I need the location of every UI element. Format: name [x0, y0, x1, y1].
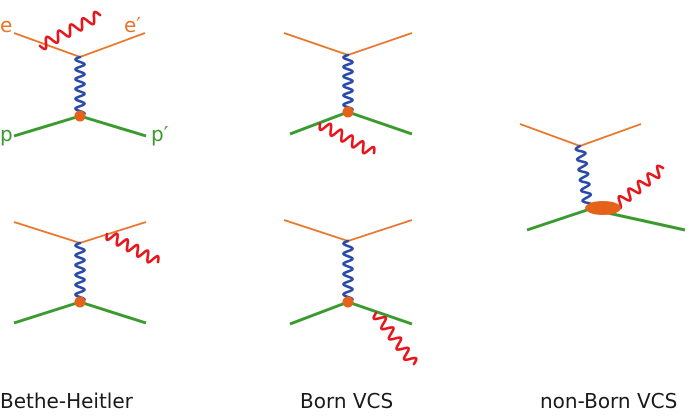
real-photon: [105, 232, 160, 264]
proton-line-in: [289, 110, 349, 136]
proton-line-out: [347, 110, 413, 136]
label-p-out: p′: [151, 122, 169, 146]
electron-line-out: [347, 219, 413, 242]
hadron-blob-vertex: [585, 201, 621, 215]
label-e-in: e: [0, 13, 12, 37]
virtual-photon: [342, 239, 354, 304]
caption-born-vcs: Born VCS: [300, 389, 393, 413]
virtual-photon: [74, 55, 86, 118]
electron-line-out: [79, 32, 146, 58]
diagram-non-born: [519, 123, 686, 232]
proton-line-in: [289, 300, 349, 326]
electron-line-out: [579, 123, 642, 147]
electron-line-out: [79, 221, 147, 244]
hadron-vertex: [74, 110, 86, 122]
real-photon: [372, 311, 418, 366]
virtual-photon: [342, 53, 354, 114]
real-photon: [613, 164, 665, 210]
proton-line-out: [347, 300, 413, 326]
proton-line-in: [13, 114, 81, 138]
hadron-vertex: [342, 296, 354, 308]
proton-line-out: [79, 300, 147, 325]
electron-line-in: [283, 219, 349, 242]
proton-line-out: [79, 114, 147, 138]
diagram-bh-initial: e e′ p p′: [0, 10, 169, 146]
real-photon: [38, 10, 102, 51]
electron-line-in: [13, 221, 81, 244]
electron-line-in: [283, 32, 349, 56]
proton-line-in: [13, 300, 81, 325]
electron-line-out: [347, 32, 413, 56]
diagram-bh-final: [13, 221, 160, 325]
diagram-born-final: [283, 219, 418, 366]
electron-line-in: [519, 123, 581, 147]
hadron-vertex: [342, 106, 354, 118]
virtual-photon: [574, 144, 594, 210]
real-photon: [318, 122, 376, 155]
label-p-in: p: [0, 122, 13, 146]
hadron-vertex: [74, 296, 86, 308]
proton-line-in: [526, 207, 591, 232]
caption-bethe-heitler: Bethe-Heitler: [0, 389, 134, 413]
diagram-born-initial: [283, 32, 413, 155]
caption-non-born-vcs: non-Born VCS: [540, 389, 677, 413]
label-e-out: e′: [124, 13, 141, 37]
virtual-photon: [74, 241, 86, 304]
